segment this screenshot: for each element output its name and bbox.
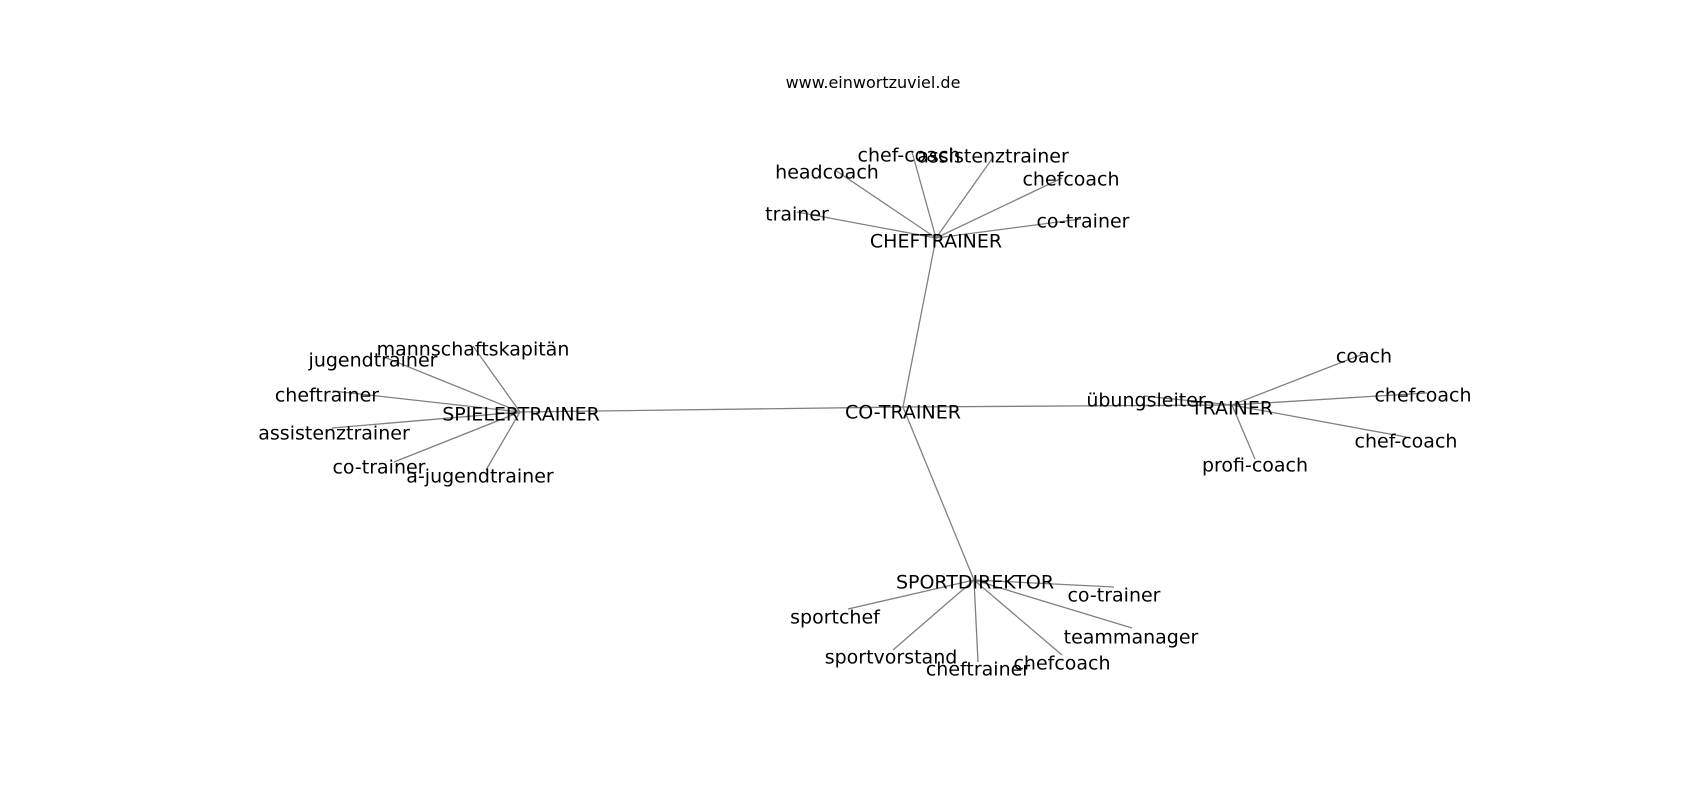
leaf-node-label-trainer-chef-coach: chef-coach xyxy=(1355,431,1458,453)
edge-spielertrainer-co-trainer xyxy=(393,411,521,463)
edge-spielertrainer-jugendtrainer xyxy=(383,356,521,413)
leaf-node-label-trainer-bungsleiter: übungsleiter xyxy=(1086,390,1206,412)
hub-node-label-cheftrainer: CHEFTRAINER xyxy=(870,231,1002,253)
leaf-node-label-sportdirektor-chefcoach: chefcoach xyxy=(1013,653,1110,675)
edge-sportdirektor-sportchef xyxy=(847,579,975,610)
leaf-node-label-spielertrainer-assistenztrainer: assistenztrainer xyxy=(258,423,410,445)
leaf-node-label-cheftrainer-headcoach: headcoach xyxy=(775,162,879,184)
edge-trainer-chefcoach xyxy=(1231,392,1428,406)
center-node-label: CO-TRAINER xyxy=(845,402,961,424)
edge-layer xyxy=(331,151,1428,663)
edge-sportdirektor-sportvorstand xyxy=(892,579,975,651)
leaf-node-label-spielertrainer-jugendtrainer: jugendtrainer xyxy=(308,350,438,372)
edge-sportdirektor-chefcoach xyxy=(973,579,1063,656)
edge-cheftrainer-assistenztrainer xyxy=(935,155,995,239)
hub-node-label-spielertrainer: SPIELERTRAINER xyxy=(442,404,600,426)
leaf-node-label-sportdirektor-sportvorstand: sportvorstand xyxy=(825,647,958,669)
leaf-node-label-sportdirektor-sportchef: sportchef xyxy=(790,607,881,629)
leaf-node-label-sportdirektor-teammanager: teammanager xyxy=(1064,627,1199,649)
hub-node-label-sportdirektor: SPORTDIREKTOR xyxy=(896,572,1054,594)
edge-trainer-chef-coach xyxy=(1231,404,1407,438)
leaf-node-label-spielertrainer-cheftrainer: cheftrainer xyxy=(275,385,379,407)
edge-trainer-coach xyxy=(1231,353,1364,406)
leaf-node-label-trainer-chefcoach: chefcoach xyxy=(1374,385,1471,407)
edge-center-sportdirektor xyxy=(902,406,975,581)
edge-sportdirektor-co-trainer xyxy=(973,579,1115,588)
edge-cheftrainer-headcoach xyxy=(834,169,937,239)
edge-spielertrainer-a-jugendtrainer xyxy=(485,411,521,471)
edge-center-spielertrainer xyxy=(519,406,904,413)
hub-node-label-trainer: TRAINER xyxy=(1190,398,1273,420)
leaf-node-label-sportdirektor-cheftrainer: cheftrainer xyxy=(926,659,1030,681)
leaf-node-label-cheftrainer-chefcoach: chefcoach xyxy=(1022,169,1119,191)
edge-trainer-bungsleiter xyxy=(1143,395,1233,406)
edge-cheftrainer-co-trainer xyxy=(935,218,1082,239)
label-layer: CO-TRAINERCHEFTRAINERchef-coachassistenz… xyxy=(258,145,1471,681)
leaf-node-label-cheftrainer-co-trainer: co-trainer xyxy=(1036,211,1129,233)
leaf-node-label-trainer-coach: coach xyxy=(1336,346,1392,368)
leaf-node-label-spielertrainer-co-trainer: co-trainer xyxy=(332,457,425,479)
leaf-node-label-trainer-profi-coach: profi-coach xyxy=(1202,455,1308,477)
edge-trainer-profi-coach xyxy=(1231,404,1256,460)
edge-center-cheftrainer xyxy=(902,237,937,408)
leaf-node-label-cheftrainer-assistenztrainer: assistenztrainer xyxy=(917,146,1069,168)
edge-sportdirektor-cheftrainer xyxy=(973,579,979,663)
edge-cheftrainer-chef-coach xyxy=(911,151,937,239)
edge-cheftrainer-chefcoach xyxy=(935,177,1063,239)
leaf-node-label-cheftrainer-trainer: trainer xyxy=(765,204,829,226)
edge-spielertrainer-assistenztrainer xyxy=(331,411,521,429)
leaf-node-label-spielertrainer-mannschaftskapit-n: mannschaftskapitän xyxy=(377,339,570,361)
leaf-node-label-spielertrainer-a-jugendtrainer: a-jugendtrainer xyxy=(406,466,554,488)
leaf-node-label-cheftrainer-chef-coach: chef-coach xyxy=(858,145,961,167)
edge-cheftrainer-trainer xyxy=(796,211,937,239)
edge-sportdirektor-teammanager xyxy=(973,579,1133,629)
leaf-node-label-sportdirektor-co-trainer: co-trainer xyxy=(1067,585,1160,607)
edge-spielertrainer-cheftrainer xyxy=(332,390,521,413)
edge-spielertrainer-mannschaftskapit-n xyxy=(472,345,521,413)
site-url-label: www.einwortzuviel.de xyxy=(786,73,961,92)
edge-center-trainer xyxy=(902,404,1233,408)
